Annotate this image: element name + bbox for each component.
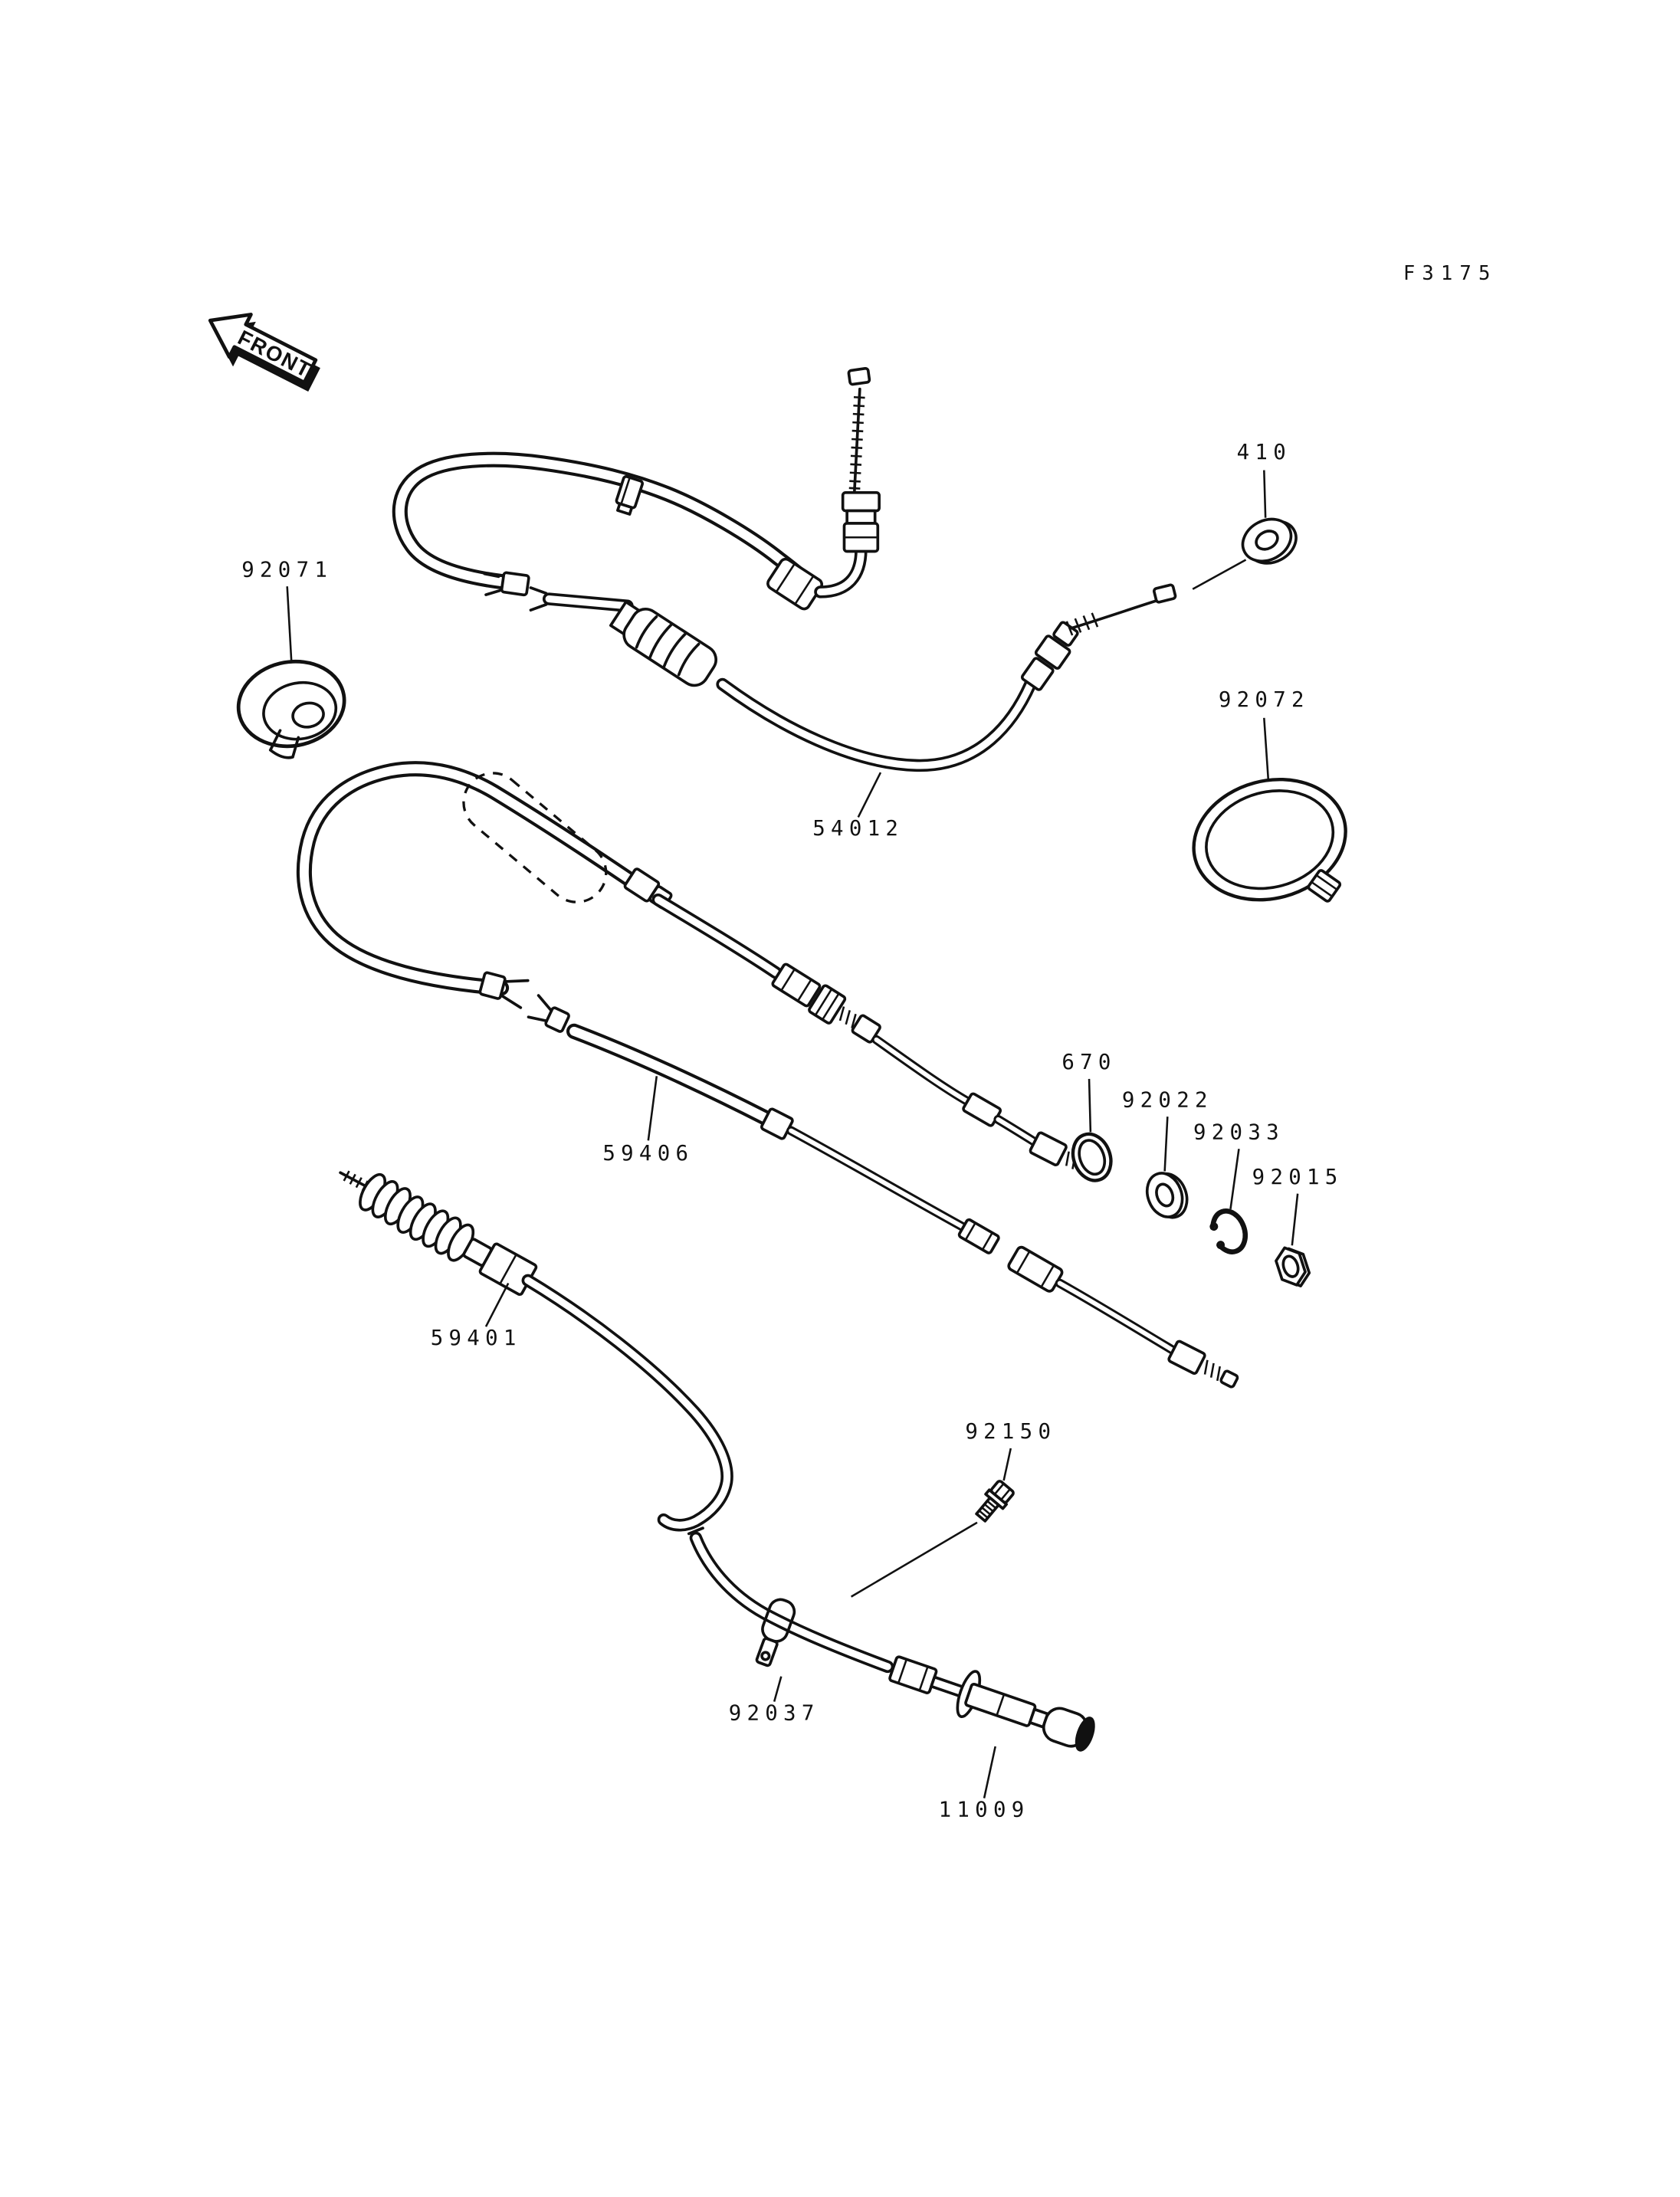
part-label-410: 410 (1237, 441, 1291, 464)
throttle-cable-drawing-54012 (400, 367, 1177, 766)
bolt-drawing-92150 (850, 1480, 1015, 1598)
clamp-band-drawing-92072 (1192, 777, 1347, 903)
grommet-drawing-92071 (236, 659, 346, 759)
snap-ring-drawing-92033 (1205, 1208, 1249, 1254)
part-label-92015: 92015 (1252, 1166, 1344, 1189)
part-label-92150: 92150 (965, 1420, 1056, 1444)
oring-drawing-670 (1071, 1132, 1113, 1182)
choke-knob-cable-drawing (687, 1526, 1095, 1752)
part-label-92071: 92071 (241, 558, 333, 582)
choke-cable-drawing-59401 (339, 1170, 727, 1525)
nut-drawing-92015 (1275, 1246, 1311, 1287)
part-label-92072: 92072 (1219, 688, 1310, 712)
washer-drawing-92022 (1145, 1172, 1189, 1219)
steering-cable-drawing-59406-upper (304, 761, 1083, 1172)
washer-drawing-410 (1192, 517, 1298, 590)
figure-code: F3175 (1403, 262, 1498, 285)
part-label-92037: 92037 (729, 1701, 820, 1725)
dashed-sleeve-outline (462, 772, 608, 903)
front-direction-arrow-icon: FRONT (208, 313, 320, 392)
labels-layer: 92071 54012 410 92072 59406 670 92022 92… (241, 441, 1344, 1822)
part-label-59401: 59401 (431, 1326, 522, 1350)
part-label-54012: 54012 (812, 817, 904, 841)
part-label-670: 670 (1061, 1051, 1116, 1074)
part-label-11009: 11009 (939, 1798, 1030, 1822)
choke-knob-drawing-11009 (888, 1655, 1095, 1752)
part-label-92022: 92022 (1122, 1088, 1213, 1112)
cable-clamp-drawing-92037 (755, 1598, 796, 1667)
part-label-59406: 59406 (602, 1142, 694, 1166)
steering-cable-drawing-59406-lower (527, 994, 1239, 1389)
part-label-92033: 92033 (1193, 1120, 1285, 1144)
